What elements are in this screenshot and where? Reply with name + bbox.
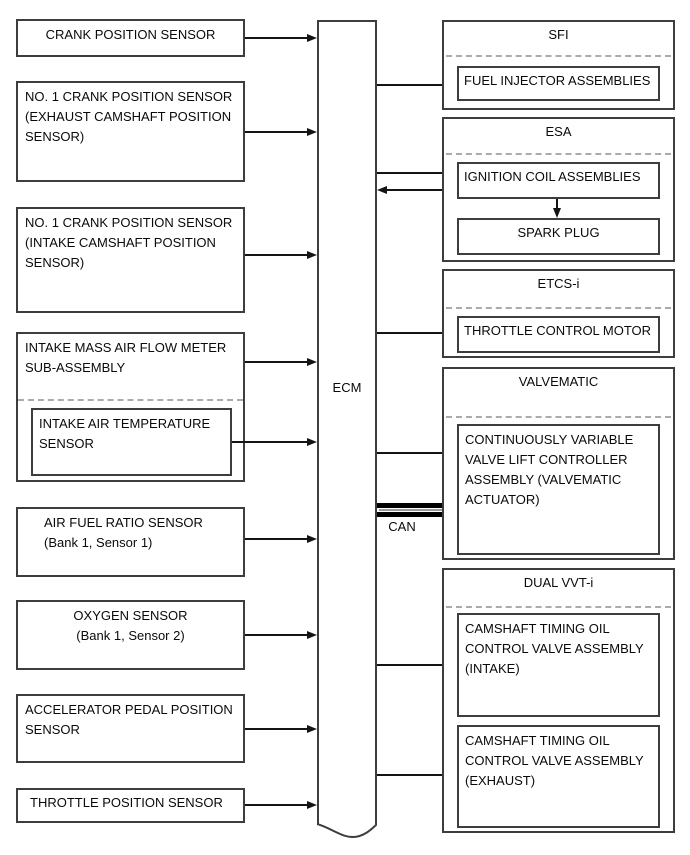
sensor-label: AIR FUEL RATIO SENSOR (44, 515, 203, 530)
connector-line (377, 172, 447, 174)
connector-line (245, 131, 307, 133)
system-title: ESA (545, 124, 572, 139)
arrowhead-right (307, 358, 317, 366)
component-label: FUEL INJECTOR ASSEMBLIES (464, 73, 651, 88)
system-title: SFI (548, 27, 569, 42)
sensor-label: OXYGEN SENSOR (73, 608, 188, 623)
connector-line (387, 189, 457, 191)
arrowhead-right (307, 801, 317, 809)
component-label: SPARK PLUG (517, 225, 600, 240)
ecm-label: ECM (332, 380, 362, 395)
arrowhead-down (553, 208, 561, 218)
sensor-sublabel: (Bank 1, Sensor 2) (76, 628, 185, 643)
arrowhead-right (307, 34, 317, 42)
can-bus-bottom-bar (377, 512, 457, 517)
connector-line (377, 452, 447, 454)
sensor-label: ACCELERATOR PEDAL POSITION SENSOR (25, 702, 233, 737)
arrowhead-right (307, 535, 317, 543)
can-bus-center-line (379, 509, 455, 511)
component-box-throttle-control-motor: THROTTLE CONTROL MOTOR (457, 316, 660, 353)
component-box-ignition-coil-assemblies: IGNITION COIL ASSEMBLIES (457, 162, 660, 199)
sensor-box-intake-air-temperature: INTAKE AIR TEMPERATURE SENSOR (31, 408, 232, 476)
connector-line (245, 37, 307, 39)
component-label: CAMSHAFT TIMING OIL CONTROL VALVE ASSEMB… (465, 621, 644, 676)
component-box-valve-lift-controller: CONTINUOUSLY VARIABLE VALVE LIFT CONTROL… (457, 424, 660, 555)
arrowhead-right (307, 725, 317, 733)
connector-line (377, 774, 447, 776)
connector-line (377, 332, 447, 334)
ecm-box: ECM (317, 20, 377, 824)
component-box-spark-plug: SPARK PLUG (457, 218, 660, 255)
sensor-box-no1-crank-position-exhaust: NO. 1 CRANK POSITION SENSOR (EXHAUST CAM… (16, 81, 245, 182)
system-title: ETCS-i (537, 276, 580, 291)
connector-line (245, 538, 307, 540)
component-box-camshaft-timing-valve-intake: CAMSHAFT TIMING OIL CONTROL VALVE ASSEMB… (457, 613, 660, 717)
component-label: THROTTLE CONTROL MOTOR (464, 323, 652, 338)
component-label: CAMSHAFT TIMING OIL CONTROL VALVE ASSEMB… (465, 733, 644, 788)
component-label: CONTINUOUSLY VARIABLE VALVE LIFT CONTROL… (465, 432, 634, 507)
sensor-label: NO. 1 CRANK POSITION SENSOR (INTAKE CAMS… (25, 215, 233, 270)
sensor-sublabel: (Bank 1, Sensor 1) (44, 535, 153, 550)
sensor-box-accelerator-pedal-position: ACCELERATOR PEDAL POSITION SENSOR (16, 694, 245, 763)
sensor-label: INTAKE AIR TEMPERATURE SENSOR (39, 416, 211, 451)
connector-line (245, 728, 307, 730)
system-title: VALVEMATIC (518, 374, 599, 389)
system-dashed-divider (446, 606, 671, 608)
arrowhead-right (307, 438, 317, 446)
can-label: CAN (388, 519, 416, 534)
sensor-label: THROTTLE POSITION SENSOR (30, 795, 223, 810)
system-dashed-divider (446, 153, 671, 155)
connector-line (245, 254, 307, 256)
sensor-label: NO. 1 CRANK POSITION SENSOR (EXHAUST CAM… (25, 89, 233, 144)
connector-line (245, 804, 307, 806)
connector-line (245, 361, 307, 363)
system-dashed-divider (446, 307, 671, 309)
sensor-box-throttle-position: THROTTLE POSITION SENSOR (16, 788, 245, 823)
sensor-label: INTAKE MASS AIR FLOW METER SUB-ASSEMBLY (25, 340, 227, 375)
can-bus-top-bar (377, 503, 457, 508)
connector-line (377, 664, 447, 666)
system-dashed-divider (446, 55, 671, 57)
arrowhead-right (307, 128, 317, 136)
connector-line (232, 441, 307, 443)
component-box-camshaft-timing-valve-exhaust: CAMSHAFT TIMING OIL CONTROL VALVE ASSEMB… (457, 725, 660, 828)
arrowhead-left (377, 186, 387, 194)
system-dashed-divider (446, 416, 671, 418)
sensor-box-crank-position: CRANK POSITION SENSOR (16, 19, 245, 57)
system-title: DUAL VVT-i (523, 575, 594, 590)
component-box-fuel-injector-assemblies: FUEL INJECTOR ASSEMBLIES (457, 66, 660, 101)
connector-line (245, 634, 307, 636)
ecm-break-wave (317, 823, 377, 839)
sensor-box-oxygen: OXYGEN SENSOR (Bank 1, Sensor 2) (16, 600, 245, 670)
maf-dashed-divider (18, 399, 243, 401)
sensor-label: CRANK POSITION SENSOR (45, 27, 216, 42)
connector-line (556, 199, 558, 209)
sensor-box-air-fuel-ratio: AIR FUEL RATIO SENSOR (Bank 1, Sensor 1) (16, 507, 245, 577)
connector-line (377, 84, 447, 86)
arrowhead-right (307, 251, 317, 259)
sensor-box-no1-crank-position-intake: NO. 1 CRANK POSITION SENSOR (INTAKE CAMS… (16, 207, 245, 313)
component-label: IGNITION COIL ASSEMBLIES (464, 169, 641, 184)
arrowhead-right (307, 631, 317, 639)
